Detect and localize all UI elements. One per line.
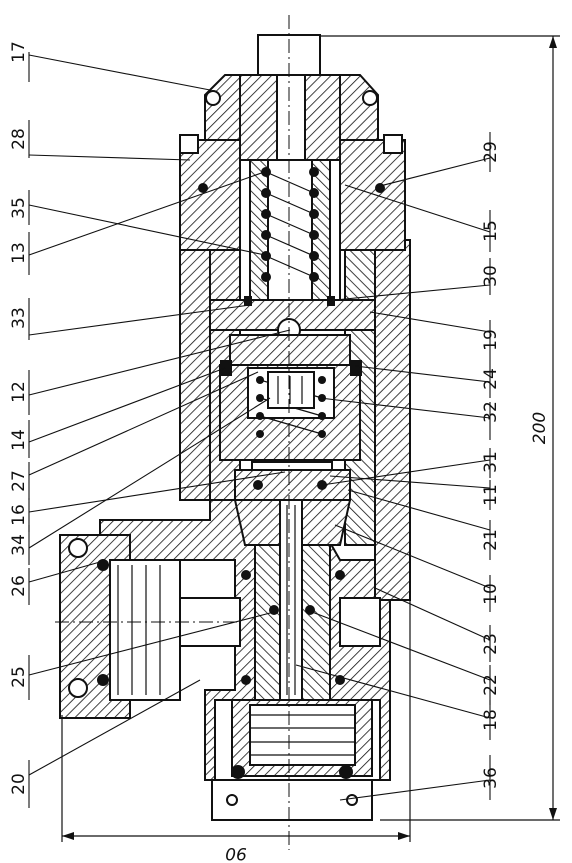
label-23: 23 [481, 633, 501, 655]
upper-spring-coils [261, 167, 319, 282]
label-11: 11 [481, 484, 501, 506]
label-10: 10 [481, 583, 501, 605]
label-34: 34 [9, 534, 29, 556]
label-20: 20 [9, 773, 29, 795]
label-36: 36 [481, 767, 501, 789]
right-part-labels: 29 15 30 19 24 32 31 11 21 10 23 22 18 3… [481, 141, 501, 789]
upper-spring-chamber [239, 159, 341, 301]
label-21: 21 [481, 529, 501, 551]
valve-stem [233, 499, 381, 701]
label-19: 19 [481, 329, 501, 351]
label-33: 33 [9, 307, 29, 329]
label-14: 14 [9, 429, 29, 451]
bottom-cap [211, 765, 373, 821]
label-26: 26 [9, 575, 29, 597]
right-leaders [295, 132, 491, 801]
label-24: 24 [481, 368, 501, 390]
label-22: 22 [481, 674, 501, 696]
inner-spring-coils [256, 376, 326, 438]
inner-valve [219, 360, 362, 501]
side-port-fitting [59, 534, 241, 719]
left-leaders [28, 52, 291, 808]
label-16: 16 [9, 504, 29, 526]
dimension-90 [61, 600, 411, 842]
left-part-labels: 17 28 35 13 33 12 14 27 16 34 26 25 20 [9, 41, 29, 795]
label-35: 35 [9, 197, 29, 219]
label-30: 30 [481, 265, 501, 287]
dimension-200-label: 200 [530, 412, 550, 444]
label-28: 28 [9, 128, 29, 150]
label-18: 18 [481, 709, 501, 731]
label-27: 27 [9, 470, 29, 492]
label-13: 13 [9, 242, 29, 264]
label-12: 12 [9, 381, 29, 403]
label-25: 25 [9, 666, 29, 688]
ball-seat [209, 296, 376, 366]
label-17: 17 [9, 41, 29, 63]
label-32: 32 [481, 401, 501, 423]
label-15: 15 [481, 220, 501, 242]
dimension-90-label: 90 [225, 843, 247, 863]
label-31: 31 [481, 451, 501, 473]
label-29: 29 [481, 141, 501, 163]
